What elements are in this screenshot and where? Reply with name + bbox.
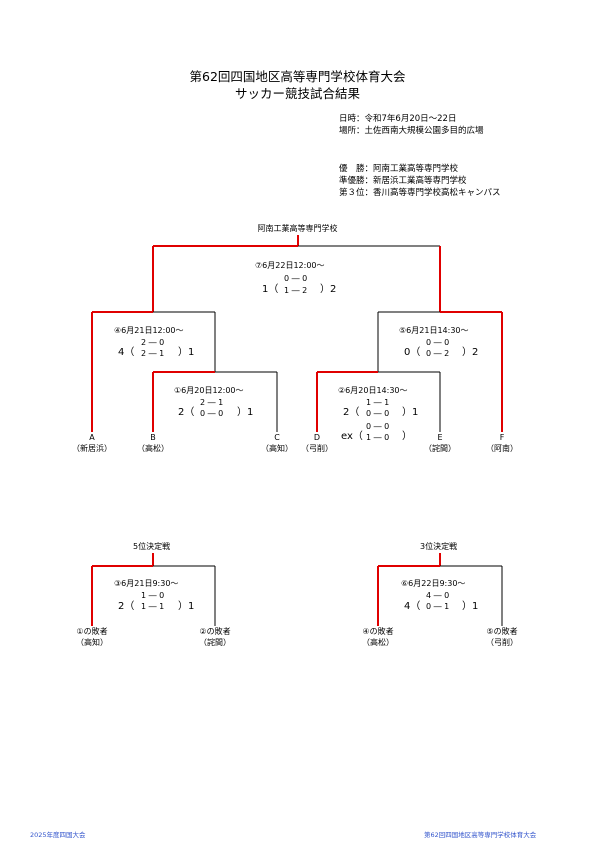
m1-score-left: 2（ xyxy=(178,407,195,418)
m2-half1: 1 ― 1 xyxy=(366,398,390,407)
m4-id-time: ④6月21日12:00～ xyxy=(114,326,184,335)
date-label: 日時： xyxy=(339,114,365,124)
m2-id-time: ②6月20日14:30～ xyxy=(338,386,408,395)
team-name: （詫間） xyxy=(199,638,231,647)
result-value: 香川高等専門学校高松キャンパス xyxy=(373,188,501,198)
team-letter: F xyxy=(499,433,505,442)
team-name: （詫間） xyxy=(424,444,456,453)
m6-half2: 0 ― 1 xyxy=(426,602,450,611)
m2-extra-left: ex（ xyxy=(341,431,363,442)
m2-extra-right: ） xyxy=(402,431,412,442)
m1-score-right: ）1 xyxy=(237,407,254,418)
team-label: ⑤の敗者 xyxy=(486,627,518,636)
team-name: （弓削） xyxy=(301,444,333,453)
place-value: 土佐西南大規模公園多目的広場 xyxy=(364,126,484,136)
m3-score-left: 2（ xyxy=(118,601,135,612)
final-half2: 1 ― 2 xyxy=(284,286,308,295)
m5-half2: 0 ― 2 xyxy=(426,349,450,358)
fifth-title: 5位決定戦 xyxy=(133,542,171,551)
m4-half2: 2 ― 1 xyxy=(141,349,165,358)
team-label: ②の敗者 xyxy=(199,627,231,636)
result-label: 準優勝： xyxy=(339,176,374,186)
m3-score-right: ）1 xyxy=(178,601,195,612)
team-letter: C xyxy=(274,433,280,442)
page-subtitle: サッカー競技試合結果 xyxy=(234,86,360,101)
team-letter: E xyxy=(437,433,443,442)
third-left-team: ④の敗者 （高松） xyxy=(348,626,408,648)
third-title: 3位決定戦 xyxy=(420,542,458,551)
team-label: ①の敗者 xyxy=(76,627,108,636)
m5-score-left: 0（ xyxy=(404,347,421,358)
team-b: B （高松） xyxy=(123,432,183,454)
result-runner-up: 準優勝：新居浜工業高等専門学校 xyxy=(339,176,467,187)
footer-left: 2025年度四国大会 xyxy=(30,831,86,839)
team-letter: A xyxy=(89,433,95,442)
team-a: A （新居浜） xyxy=(62,432,122,454)
result-winner: 優 勝：阿南工業高等専門学校 xyxy=(339,164,458,175)
m3-half1: 1 ― 0 xyxy=(141,591,165,600)
m1-id-time: ①6月20日12:00～ xyxy=(174,386,244,395)
place-row: 場所：土佐西南大規模公園多目的広場 xyxy=(339,126,484,137)
footer-right: 第62回四国地区高等専門学校体育大会 xyxy=(424,831,537,839)
team-letter: B xyxy=(150,433,156,442)
champion-label: 阿南工業高等専門学校 xyxy=(257,224,338,233)
place-label: 場所： xyxy=(339,126,365,136)
team-name: （高松） xyxy=(137,444,169,453)
m4-score-left: 4（ xyxy=(118,347,135,358)
team-f: F （阿南） xyxy=(472,432,532,454)
m6-score-left: 4（ xyxy=(404,601,421,612)
result-label: 第３位： xyxy=(339,188,374,198)
m5-id-time: ⑤6月21日14:30～ xyxy=(399,326,469,335)
result-value: 新居浜工業高等専門学校 xyxy=(373,176,467,186)
team-name: （高松） xyxy=(362,638,394,647)
m3-id-time: ③6月21日9:30～ xyxy=(114,579,179,588)
team-d: D （弓削） xyxy=(287,432,347,454)
date-row: 日時：令和7年6月20日～22日 xyxy=(339,114,456,125)
team-name: （新居浜） xyxy=(72,444,112,453)
m6-id-time: ⑥6月22日9:30～ xyxy=(401,579,466,588)
m3-half2: 1 ― 1 xyxy=(141,602,165,611)
final-id-time: ⑦6月22日12:00～ xyxy=(255,261,325,270)
team-e: E （詫間） xyxy=(410,432,470,454)
m6-half1: 4 ― 0 xyxy=(426,591,450,600)
m5-half1: 0 ― 0 xyxy=(426,338,450,347)
m2-extra1: 0 ― 0 xyxy=(366,422,390,431)
m4-half1: 2 ― 0 xyxy=(141,338,165,347)
final-score-right: ）2 xyxy=(320,284,337,295)
team-c: C （高知） xyxy=(247,432,307,454)
m4-score-right: ）1 xyxy=(178,347,195,358)
m5-score-right: ）2 xyxy=(462,347,479,358)
page-title: 第62回四国地区高等専門学校体育大会 xyxy=(189,69,406,84)
final-half1: 0 ― 0 xyxy=(284,274,308,283)
team-name: （弓削） xyxy=(486,638,518,647)
fifth-right-team: ②の敗者 （詫間） xyxy=(185,626,245,648)
result-value: 阿南工業高等専門学校 xyxy=(373,164,459,174)
m2-extra2: 1 ― 0 xyxy=(366,433,390,442)
team-name: （高知） xyxy=(261,444,293,453)
m2-score-left: 2（ xyxy=(343,407,360,418)
team-name: （阿南） xyxy=(486,444,518,453)
m1-half2: 0 ― 0 xyxy=(200,409,224,418)
team-name: （高知） xyxy=(76,638,108,647)
m1-half1: 2 ― 1 xyxy=(200,398,224,407)
third-right-team: ⑤の敗者 （弓削） xyxy=(472,626,532,648)
m2-half2: 0 ― 0 xyxy=(366,409,390,418)
fifth-left-team: ①の敗者 （高知） xyxy=(62,626,122,648)
m2-score-right: ）1 xyxy=(402,407,419,418)
date-value: 令和7年6月20日～22日 xyxy=(364,114,457,124)
result-label: 優 勝： xyxy=(339,164,374,174)
result-third: 第３位：香川高等専門学校高松キャンパス xyxy=(339,188,501,199)
m6-score-right: ）1 xyxy=(462,601,479,612)
team-letter: D xyxy=(313,433,321,442)
final-score-left: 1（ xyxy=(262,284,279,295)
team-label: ④の敗者 xyxy=(362,627,394,636)
